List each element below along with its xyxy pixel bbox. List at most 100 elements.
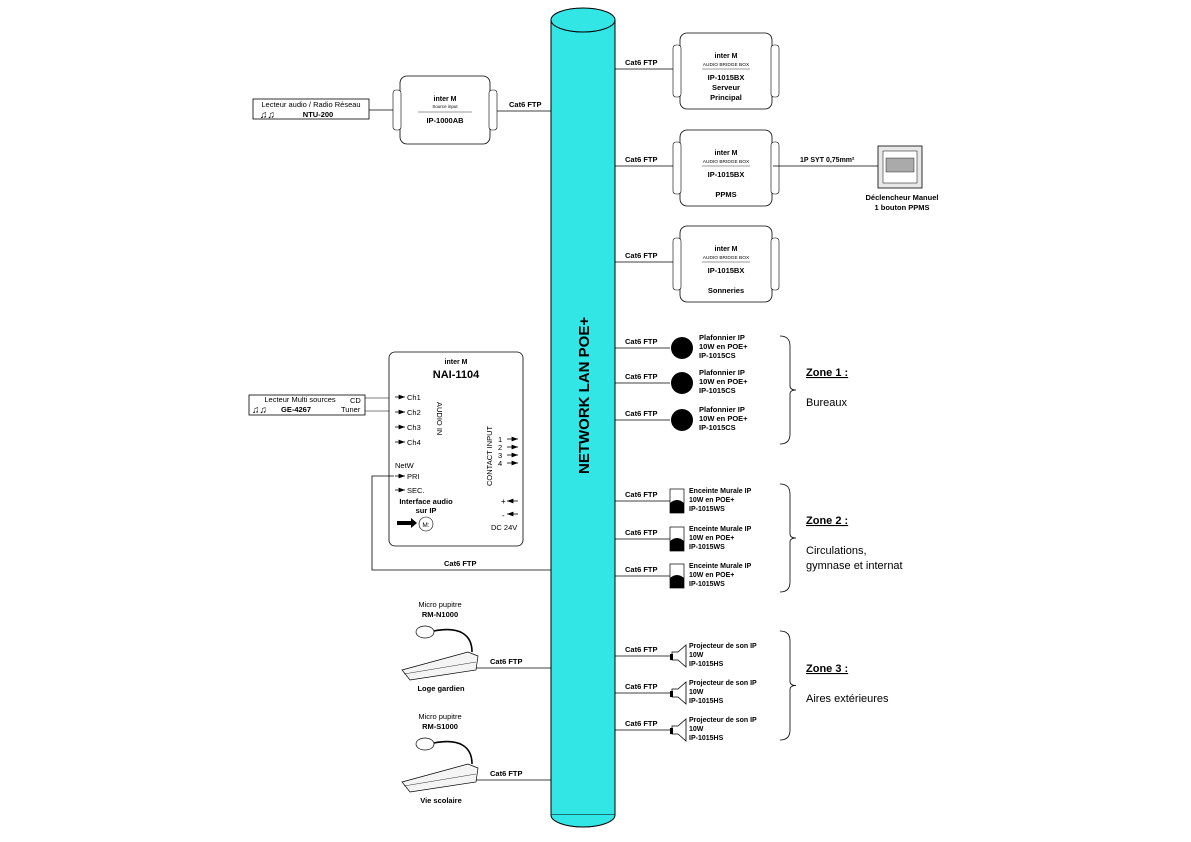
channel-label: Ch3 [407, 423, 421, 432]
ppms-trigger: 1P SYT 0,75mm² Déclencheur Manuel 1 bout… [773, 145, 939, 212]
dc-label: DC 24V [491, 523, 517, 532]
ppms-l2: 1 bouton PPMS [875, 203, 930, 212]
device-line: IP-1015CS [699, 423, 736, 432]
plus-label: + [501, 497, 506, 506]
interm-logo: inter M [715, 53, 738, 60]
device-line: IP-1015HS [689, 661, 724, 668]
sec-label: SEC. [407, 486, 425, 495]
interm-logo: inter M [434, 96, 457, 103]
cable-label: Cat6 FTP [625, 490, 658, 499]
bridge-model: IP-1015BX [708, 170, 745, 179]
device-line: Projecteur de son IP [689, 717, 757, 724]
cable-label: Cat6 FTP [625, 682, 658, 691]
device-line: IP-1015HS [689, 698, 724, 705]
music-note-icon: ♫♫ [252, 405, 267, 416]
mic-model: RM-S1000 [422, 722, 458, 731]
mic-label: Micro pupitre [418, 712, 461, 721]
bridge-model: IP-1015BX [708, 266, 745, 275]
device-line: 10W [689, 652, 704, 659]
mic-head-icon [415, 737, 435, 751]
cable-label: Cat6 FTP [625, 645, 658, 654]
bridge-sub: AUDIO BRIDGE BOX [703, 62, 750, 68]
cable-label: Cat6 FTP [444, 559, 477, 568]
zone-desc: Circulations, [806, 545, 867, 557]
horn-speaker-icon [671, 718, 687, 742]
bridge-line2: Sonneries [708, 286, 744, 295]
zone-desc: gymnase et internat [806, 560, 903, 572]
contact-label: 3 [498, 451, 502, 460]
horn-speaker-icon [671, 644, 687, 668]
zone-desc: Aires extérieures [806, 693, 889, 705]
cable-label: Cat6 FTP [625, 251, 658, 260]
mic-head-icon [415, 625, 435, 639]
device-line: IP-1015CS [699, 351, 736, 360]
device-line: 10W en POE+ [699, 342, 748, 351]
zone-title: Zone 1 : [806, 367, 848, 379]
ppms-cable: 1P SYT 0,75mm² [800, 157, 855, 164]
pri-label: PRI [407, 472, 420, 481]
device-line: 10W en POE+ [689, 497, 734, 504]
minus-label: - [502, 511, 505, 520]
channel-label: Ch1 [407, 393, 421, 402]
device-line: Projecteur de son IP [689, 680, 757, 687]
device-line: IP-1015WS [689, 581, 725, 588]
device-line: Plafonnier IP [699, 405, 745, 414]
device-line: Enceinte Murale IP [689, 488, 752, 495]
device-line: Enceinte Murale IP [689, 526, 752, 533]
ppms-l1: Déclencheur Manuel [866, 193, 939, 202]
zone-brace [779, 483, 797, 593]
device-line: IP-1015CS [699, 386, 736, 395]
mic-base-icon [401, 651, 479, 681]
cable-label: Cat6 FTP [625, 565, 658, 574]
horn-speaker-icon [671, 681, 687, 705]
device-line: 10W [689, 726, 704, 733]
zone-title: Zone 2 : [806, 515, 848, 527]
device-line: Plafonnier IP [699, 333, 745, 342]
contact-input-label: CONTACT INPUT [485, 425, 494, 486]
ge-model: GE-4267 [281, 405, 311, 414]
ntu-label: Lecteur audio / Radio Réseau [261, 100, 360, 109]
cable-label: Cat6 FTP [625, 719, 658, 728]
ge-tuner: Tuner [341, 405, 361, 414]
mic-location: Loge gardien [417, 684, 465, 693]
device-line: IP-1015WS [689, 544, 725, 551]
device-line: IP-1015HS [689, 735, 724, 742]
bridge-line2: Principal [710, 93, 742, 102]
cable-label: Cat6 FTP [625, 58, 658, 67]
zone-2: Cat6 FTP Enceinte Murale IP 10W en POE+ IP-… [615, 483, 903, 593]
zone-brace [779, 335, 797, 445]
interm-logo: inter M [715, 246, 738, 253]
bridge-sub: AUDIO BRIDGE BOX [703, 159, 750, 165]
device-line: Enceinte Murale IP [689, 563, 752, 570]
nai-desc1: Interface audio [399, 497, 453, 506]
contact-label: 2 [498, 443, 502, 452]
device-line: 10W en POE+ [699, 414, 748, 423]
audio-in-label: AUDIO IN [435, 402, 444, 435]
cable-label: Cat6 FTP [625, 372, 658, 381]
cable-label: Cat6 FTP [625, 409, 658, 418]
contact-label: 4 [498, 459, 502, 468]
ge-cd: CD [350, 396, 361, 405]
nai-model: NAI-1104 [433, 369, 480, 381]
nai-desc2: sur IP [416, 506, 437, 515]
zone-desc: Bureaux [806, 397, 847, 409]
zone-title: Zone 3 : [806, 663, 848, 675]
netw-label: NetW [395, 461, 415, 470]
network-bus: NETWORK LAN POE+ [550, 7, 616, 828]
ge-label: Lecteur Multi sources [264, 395, 336, 404]
device-line: IP-1015WS [689, 506, 725, 513]
cable-label: Cat6 FTP [490, 657, 523, 666]
mic-base-icon [401, 763, 479, 793]
zone-brace [779, 630, 797, 741]
